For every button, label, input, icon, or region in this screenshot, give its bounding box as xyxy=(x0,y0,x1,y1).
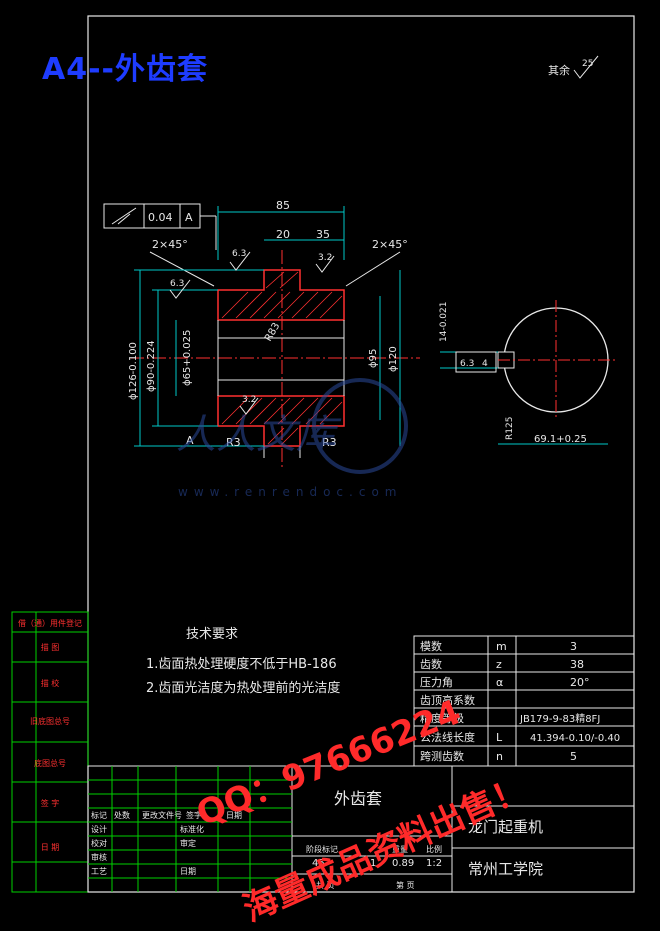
tb-label-12: 阶段标记 xyxy=(306,844,338,854)
strip-label-2: 描 校 xyxy=(41,678,60,688)
gear-row-4-name: 精度等级 xyxy=(420,711,464,725)
tb-project: 龙门起重机 xyxy=(468,818,543,836)
gear-row-5-val: 41.394-0.10/-0.40 xyxy=(530,733,620,744)
gear-row-4-val: JB179-9-83精8FJ xyxy=(519,712,600,725)
tb-label-1: 处数 xyxy=(114,810,130,820)
tech-req-line2: 2.齿面光洁度为热处理前的光洁度 xyxy=(146,680,340,696)
tb-label-13: 重量 xyxy=(392,844,408,854)
technical-requirements: 技术要求 1.齿面热处理硬度不低于HB-186 2.齿面光洁度为热处理前的光洁度 xyxy=(146,627,340,696)
gear-row-1-val: 38 xyxy=(570,658,584,671)
runout-arrow-icon xyxy=(111,207,137,225)
strip-label-6: 日 期 xyxy=(41,843,60,852)
tech-req-line1: 1.齿面热处理硬度不低于HB-186 xyxy=(146,656,337,672)
dim-keyway-63: 6.3 xyxy=(460,359,474,369)
site-watermark: 人人文库 www.renrendoc.com xyxy=(176,378,408,499)
tb-label-6: 标准化 xyxy=(180,824,204,834)
tb-label-4: 日期 xyxy=(226,811,242,820)
dim-phi90: ϕ90-0.224 xyxy=(146,340,157,392)
dim-keyway-14: 14-0.021 xyxy=(439,302,449,342)
tb-label-11: 日期 xyxy=(180,867,196,876)
tb-label-14: 比例 xyxy=(426,844,442,854)
tb-label-8: 审定 xyxy=(180,838,196,848)
gear-row-5-sym: L xyxy=(496,731,503,744)
tb-material: 45 xyxy=(312,858,325,869)
datum-a: A xyxy=(186,434,194,447)
tolerance-value: 0.04 xyxy=(148,211,173,224)
dim-keyway-4: 4 xyxy=(482,359,488,369)
ra-32b: 3.2 xyxy=(242,395,256,405)
tb-label-3: 签字 xyxy=(186,810,202,820)
dim-20: 20 xyxy=(276,228,290,241)
strip-label-0: 借（通）用件登记 xyxy=(18,618,82,628)
tb-label-16: 第 页 xyxy=(396,880,415,890)
tolerance-datum: A xyxy=(185,211,193,224)
tolerance-frame: 0.04 A xyxy=(103,203,217,250)
tb-label-10: 工艺 xyxy=(91,867,107,876)
chamfer-right: 2×45° xyxy=(372,238,408,251)
tb-label-5: 设计 xyxy=(91,824,107,834)
gear-row-0-name: 模数 xyxy=(420,640,442,653)
tb-scale: 1:2 xyxy=(426,858,442,869)
gear-row-3-name: 齿顶高系数 xyxy=(420,693,475,707)
gear-row-2-name: 压力角 xyxy=(420,676,453,689)
roughness-note-value: 25 xyxy=(582,59,593,69)
roughness-symbol-icon xyxy=(573,55,599,79)
dim-r3b: R3 xyxy=(322,436,337,449)
cad-drawing: 借（通）用件登记 描 图 描 校 旧底图总号 底图总号 签 字 日 期 其余 2… xyxy=(11,15,635,893)
strip-label-3: 旧底图总号 xyxy=(30,716,70,726)
strip-label-5: 签 字 xyxy=(41,798,60,808)
tb-label-2: 更改文件号 xyxy=(142,810,182,820)
tb-label-9: 审核 xyxy=(91,852,107,862)
page-title: A4--外齿套 xyxy=(42,52,208,87)
left-strip: 借（通）用件登记 描 图 描 校 旧底图总号 底图总号 签 字 日 期 xyxy=(11,611,89,893)
dim-phi126: ϕ126-0.100 xyxy=(128,342,139,400)
gear-row-6-val: 5 xyxy=(570,750,577,763)
gear-row-6-name: 跨测齿数 xyxy=(420,750,464,763)
tb-qty: 1 xyxy=(370,858,376,869)
ra-63a: 6.3 xyxy=(232,249,246,259)
dim-691: 69.1+0.25 xyxy=(534,434,587,445)
gear-row-2-val: 20° xyxy=(570,676,590,689)
tb-school: 常州工学院 xyxy=(468,860,543,878)
section-view: 85 20 35 2×45° 2×45° xyxy=(128,199,420,470)
chamfer-left: 2×45° xyxy=(152,238,188,251)
tb-part-name: 外齿套 xyxy=(334,789,382,808)
tb-label-15: 共 页 xyxy=(316,881,335,890)
strip-label-4: 底图总号 xyxy=(34,758,66,768)
watermark-site-text: www.renrendoc.com xyxy=(178,485,402,499)
gear-row-2-sym: α xyxy=(496,676,503,689)
dim-r3a: R3 xyxy=(226,436,241,449)
keyway-view: 14-0.021 6.3 4 R125 69.1+0.25 xyxy=(439,300,618,445)
dim-phi120: ϕ120 xyxy=(388,346,399,372)
tb-label-7: 校对 xyxy=(91,838,107,848)
gear-row-0-val: 3 xyxy=(570,640,577,653)
watermark-logo-text: 人人文库 xyxy=(176,412,342,458)
gear-parameter-table: 模数 m 3 齿数 z 38 压力角 α 20° 齿顶高系数 精度等级 JB17… xyxy=(413,635,635,767)
dim-r83: R83 xyxy=(263,321,282,344)
ra-63b: 6.3 xyxy=(170,279,184,289)
roughness-note-label: 其余 xyxy=(548,63,570,77)
dim-35: 35 xyxy=(316,228,330,241)
dim-r125: R125 xyxy=(505,417,515,440)
gear-row-5-name: 公法线长度 xyxy=(420,730,475,744)
dim-phi65: ϕ65+0.025 xyxy=(182,330,193,386)
tech-req-heading: 技术要求 xyxy=(186,627,238,642)
tb-label-0: 标记 xyxy=(91,810,107,820)
gear-row-6-sym: n xyxy=(496,750,503,763)
title-block: 标记 处数 更改文件号 签字 日期 设计 标准化 校对 审定 审核 工艺 日期 … xyxy=(87,765,635,893)
strip-label-1: 描 图 xyxy=(41,642,60,652)
gear-row-1-sym: z xyxy=(496,658,502,671)
dim-phi95: ϕ95 xyxy=(368,349,379,368)
gear-row-0-sym: m xyxy=(496,640,507,653)
tb-weight: 0.89 xyxy=(392,858,414,869)
ra-32a: 3.2 xyxy=(318,253,332,263)
gear-row-1-name: 齿数 xyxy=(420,658,442,671)
dim-85: 85 xyxy=(276,199,290,212)
